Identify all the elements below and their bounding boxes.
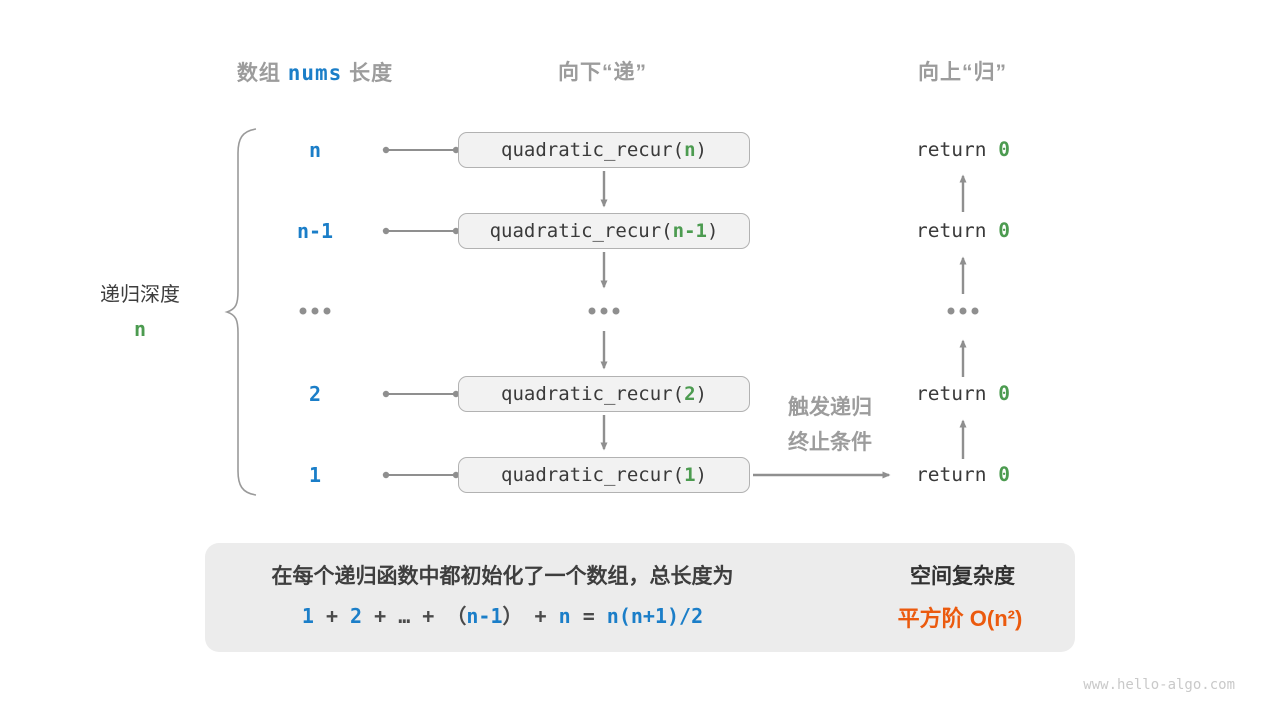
header-nums-code: nums [287,61,343,85]
call-fn-name: quadratic_recur( [501,383,685,405]
call-paren: ) [695,139,707,161]
call-fn-name: quadratic_recur( [489,220,673,242]
formula-part: + [522,604,559,628]
call-arg: n [684,139,696,161]
length-label-2: 2 [308,382,322,406]
call-fn-name: quadratic_recur( [501,464,685,486]
space-complexity-title: 空间复杂度 [910,565,1015,588]
header-array-suffix: 长度 [342,62,394,85]
header-array-prefix: 数组 [236,62,288,85]
formula-part: n-1 [466,604,503,628]
return-keyword: return [916,138,999,161]
header-upward-return: 向上“归” [918,61,1007,84]
return-value: 0 [998,382,1010,405]
call-box-2: quadratic_recur(2) [458,376,750,412]
label-connectors [386,149,456,476]
watermark: www.hello-algo.com [1083,677,1235,693]
call-arg: 1 [684,464,696,486]
call-arg: 2 [684,383,696,405]
length-label-n: n [308,138,322,162]
return-statement: return 0 [895,137,1031,163]
formula-part: 2 [350,604,363,628]
base-case-note-line2: 终止条件 [788,431,872,454]
call-paren: ) [706,220,719,242]
return-statement: return 0 [895,462,1031,488]
formula-part: 1 [301,604,314,628]
return-keyword: return [916,382,999,405]
formula-part: ） [502,604,523,628]
call-box-1: quadratic_recur(1) [458,457,750,493]
return-value: 0 [998,138,1010,161]
base-case-note-line1: 触发递归 [788,396,872,419]
formula-part: （ [446,604,467,628]
return-value: 0 [998,219,1010,242]
formula-part: + [362,604,399,628]
header-downward-recurse: 向下“递” [558,61,647,84]
return-statement: return 0 [895,381,1031,407]
connector-dots [382,146,460,479]
length-label-n1: n-1 [296,219,334,243]
formula-part: … [398,604,411,628]
length-label-1: 1 [308,463,322,487]
header-array-length: 数组 nums 长度 [200,60,430,86]
call-paren: ) [695,464,707,486]
call-paren: ) [695,383,707,405]
formula-part: + [410,604,447,628]
ellipsis-dots [299,307,979,315]
depth-brace-shape [224,128,257,496]
call-box-n1: quadratic_recur(n-1) [458,213,750,249]
formula-part: + [313,604,351,628]
formula-part: n(n+1)/2 [606,604,704,628]
space-complexity-value: 平方阶 O(n²) [897,606,1023,631]
formula-part: n [558,604,571,628]
summary-text: 在每个递归函数中都初始化了一个数组，总长度为 [271,565,734,588]
call-arg: n-1 [672,220,707,242]
formula-part: = [570,604,607,628]
return-value: 0 [998,463,1010,486]
return-keyword: return [916,463,999,486]
formula-line: 1 + 2 + … + （n-1） + n = n(n+1)/2 [225,602,780,630]
call-box-n: quadratic_recur(n) [458,132,750,168]
call-fn-name: quadratic_recur( [501,139,685,161]
return-keyword: return [916,219,999,242]
return-statement: return 0 [895,218,1031,244]
summary-panel [205,543,1075,652]
depth-label: 递归深度 [100,284,180,306]
depth-value: n [133,317,147,341]
